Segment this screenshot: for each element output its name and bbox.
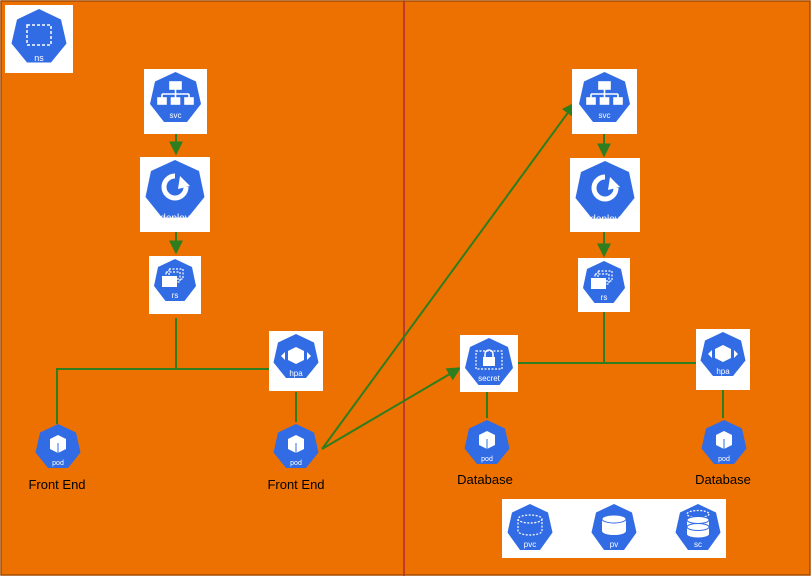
pvc-label: pvc (524, 540, 536, 549)
frontend-pod-1-icon: pod (35, 424, 81, 468)
database-connectors (486, 134, 724, 418)
database-deploy-icon: deploy (570, 158, 640, 232)
frontend-pod-1-label: pod (52, 460, 64, 467)
database-hpa-icon: hpa (696, 329, 750, 390)
namespace-icon: ns (5, 5, 73, 73)
sc-icon: sc (675, 504, 721, 550)
frontend-pod-1-caption: Front End (28, 477, 85, 492)
database-pod-2-label: pod (718, 456, 730, 463)
pv-icon: pv (591, 504, 637, 550)
frontend-svc-icon: svc (144, 69, 207, 134)
pv-label: pv (610, 540, 618, 549)
frontend-hpa-label: hpa (289, 369, 303, 378)
database-rs-icon: rs (578, 258, 630, 312)
database-pod-1-icon: pod (464, 420, 510, 464)
namespace-label: ns (34, 53, 44, 63)
database-pod-2-caption: Database (695, 472, 751, 487)
frontend-rs-icon: rs (149, 256, 201, 314)
frontend-pod-2-caption: Front End (267, 477, 324, 492)
frontend-rs-label: rs (172, 291, 179, 300)
pvc-icon: pvc (507, 504, 553, 550)
database-rs-label: rs (601, 293, 608, 302)
database-secret-icon: secret (460, 335, 518, 392)
database-pod-2-icon: pod (701, 420, 747, 464)
frontend-svc-label: svc (170, 111, 182, 120)
database-deploy-label: deploy (590, 214, 619, 225)
database-hpa-label: hpa (716, 367, 730, 376)
frontend-pod-2-label: pod (290, 460, 302, 467)
database-svc-icon: svc (572, 69, 637, 134)
frontend-deploy-label: deploy (160, 213, 189, 224)
frontend-deploy-icon: deploy (140, 157, 210, 232)
frontend-hpa-icon: hpa (269, 331, 323, 391)
database-pod-1-label: pod (481, 456, 493, 463)
frontend-connectors (56, 101, 576, 450)
database-secret-label: secret (478, 374, 501, 383)
database-pod-1-caption: Database (457, 472, 513, 487)
sc-label: sc (694, 540, 702, 549)
database-svc-label: svc (599, 111, 611, 120)
frontend-pod-2-icon: pod (273, 424, 319, 468)
